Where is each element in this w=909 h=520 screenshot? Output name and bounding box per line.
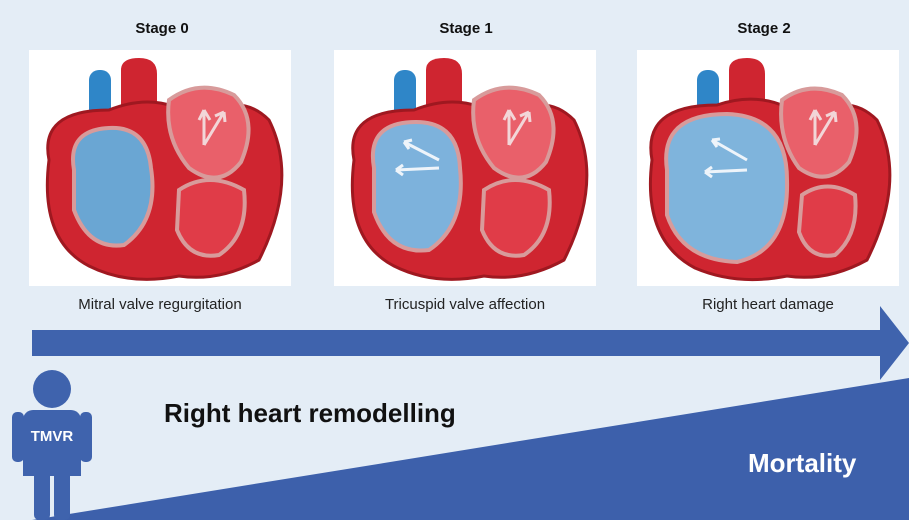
right-ventricle-icon [666, 114, 787, 262]
stage-0-heart-illustration [29, 50, 291, 286]
stage-0-title: Stage 0 [62, 20, 262, 37]
patient-figure-icon: TMVR [12, 370, 92, 520]
stage-1-heart-illustration [334, 50, 596, 286]
stage-1-title: Stage 1 [366, 20, 566, 37]
stage-2-title: Stage 2 [664, 20, 864, 37]
right-heart-remodelling-label: Right heart remodelling [164, 398, 456, 429]
patient-left-leg [34, 474, 50, 520]
heart-2-svg [637, 50, 899, 286]
progression-arrow [0, 300, 909, 386]
heart-0-svg [29, 50, 291, 286]
patient-label: TMVR [20, 428, 84, 445]
mortality-label: Mortality [748, 448, 856, 479]
patient-head [33, 370, 71, 408]
stage-2-heart-illustration [637, 50, 899, 286]
right-ventricle-icon [73, 128, 152, 246]
right-ventricle-icon [373, 122, 461, 251]
heart-1-svg [334, 50, 596, 286]
patient-right-leg [54, 474, 70, 520]
